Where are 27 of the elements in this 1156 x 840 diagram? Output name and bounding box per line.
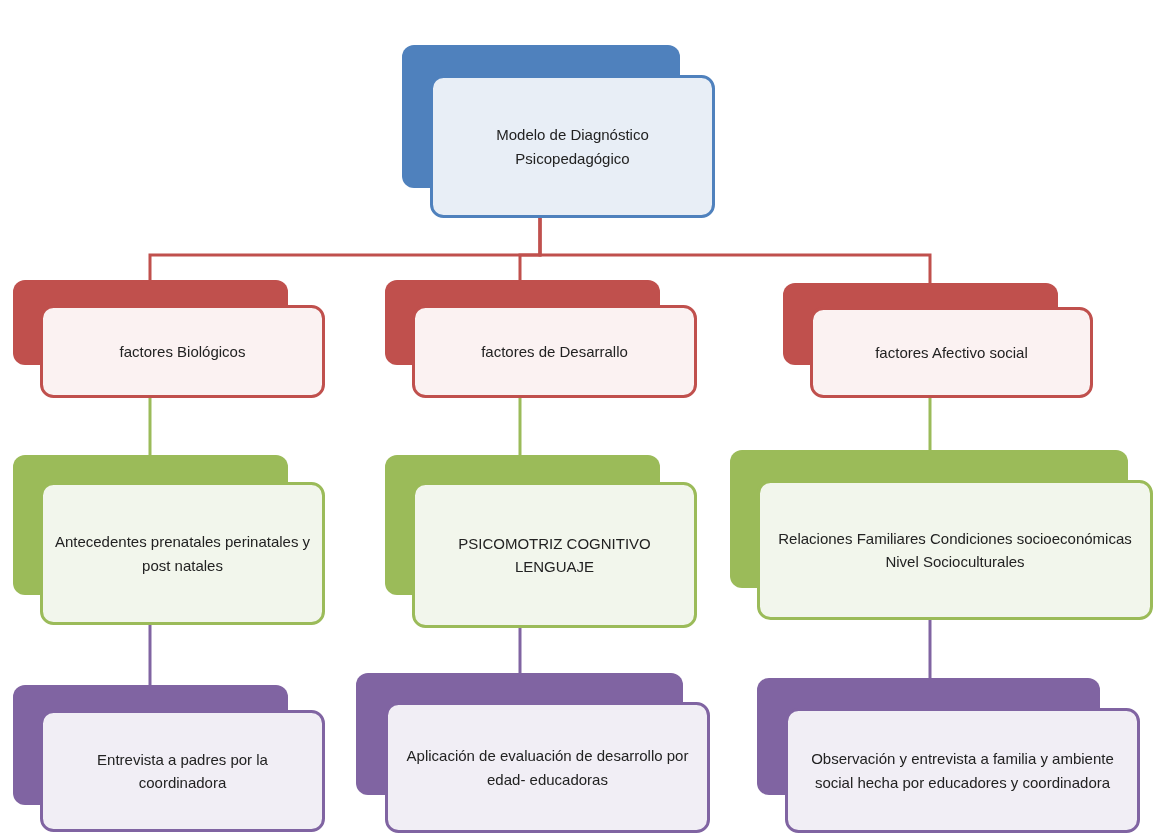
box-label: Observación y entrevista a familia y ambiente social hecha por educadores y coordinadora [810,749,1115,793]
box-label: Entrevista a padres por la coordinadora [96,749,269,793]
process-box [13,685,325,832]
box-label: Relaciones Familiares Condiciones socioeconómicas Nivel Socioculturales [777,528,1133,572]
box-label: Modelo de Diagnóstico Psicopedagógico [495,125,650,169]
process-box [13,280,325,398]
process-box [730,450,1153,620]
connector-line [518,628,522,673]
box-label: factores Biológicos [119,341,246,362]
process-box [385,280,697,398]
process-box [356,673,710,833]
box-label: PSICOMOTRIZ COGNITIVO LENGUAJE [457,533,652,577]
connector-line [928,620,932,678]
process-box [757,678,1140,833]
connector-line [928,398,932,450]
box-label: Aplicación de evaluación de desarrollo por edad- educadoras [405,746,690,790]
box-label: factores Afectivo social [875,342,1028,363]
process-box [783,283,1093,398]
box-label: factores de Desarrallo [481,341,628,362]
connector-line [148,398,152,455]
process-box [13,455,325,625]
connector-line [148,625,152,685]
connector-line [538,218,932,283]
box-label: Antecedentes prenatales perinatales y post natales [54,532,311,576]
process-box [402,45,715,218]
connector-line [518,398,522,455]
process-box [385,455,697,628]
